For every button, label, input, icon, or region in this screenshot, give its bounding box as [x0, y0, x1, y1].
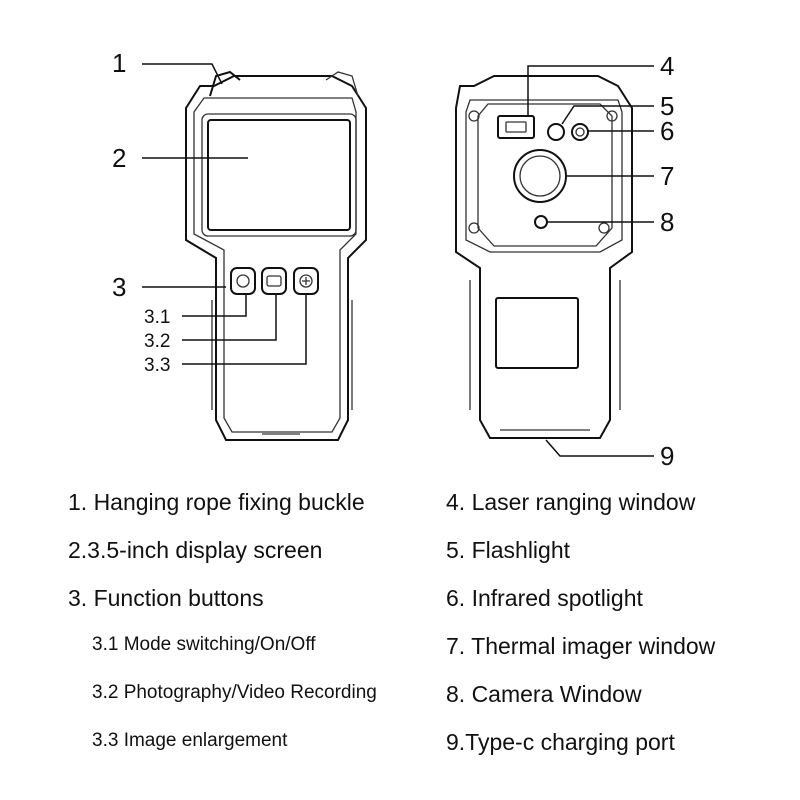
flashlight	[547, 123, 565, 141]
callout-6: 6	[660, 116, 674, 146]
camera-icon	[266, 275, 282, 287]
screen-bezel	[201, 113, 357, 237]
callout-5: 5	[660, 91, 674, 121]
leader-4	[527, 65, 654, 116]
function-buttons	[230, 267, 319, 295]
right-corner-guard	[325, 71, 359, 97]
front-body-inner	[193, 97, 357, 433]
infrared-spotlight	[571, 123, 589, 141]
leader-lines	[142, 63, 654, 457]
leader-9	[545, 439, 654, 457]
legend-item-9: 9.Type-c charging port	[446, 729, 675, 755]
display-screen	[207, 119, 351, 231]
front-side-grips	[211, 300, 353, 410]
infrared-spotlight-inner	[575, 127, 585, 137]
callout-3-3: 3.3	[144, 355, 170, 376]
callout-9: 9	[660, 441, 674, 470]
legend-item-7: 7. Thermal imager window	[446, 633, 716, 659]
power-icon	[236, 274, 250, 288]
zoom-icon	[299, 274, 313, 288]
legend-item-1: 1. Hanging rope fixing buckle	[68, 489, 365, 515]
callout-4: 4	[660, 51, 674, 81]
legend-item-8: 8. Camera Window	[446, 681, 642, 707]
back-body-outline	[455, 75, 633, 439]
button-power	[230, 267, 256, 295]
button-camera	[261, 267, 287, 295]
callout-3-2: 3.2	[144, 331, 170, 352]
back-head-plate	[477, 103, 613, 247]
callout-3-1: 3.1	[144, 307, 170, 328]
legend-item-3: 3. Function buttons	[68, 585, 264, 611]
legend-item-4: 4. Laser ranging window	[446, 489, 696, 515]
screw-top-right	[606, 110, 618, 122]
back-label-panel	[495, 297, 579, 369]
callout-7: 7	[660, 161, 674, 191]
screw-bottom-left	[468, 222, 480, 234]
camera-window	[534, 215, 548, 229]
front-body-outline	[185, 75, 367, 441]
screw-bottom-right	[598, 222, 610, 234]
legend-item-5: 5. Flashlight	[446, 537, 571, 563]
legend-item-3-1: 3.1 Mode switching/On/Off	[92, 634, 316, 655]
screw-top-left	[468, 110, 480, 122]
callout-1: 1	[112, 48, 126, 78]
callout-8: 8	[660, 207, 674, 237]
leader-3-2	[182, 295, 277, 341]
back-head-inner	[465, 99, 623, 253]
thermal-imager-window	[513, 149, 567, 203]
callout-2: 2	[112, 143, 126, 173]
hanging-rope-buckle	[209, 70, 241, 97]
callout-3: 3	[112, 272, 126, 302]
back-side-grips	[469, 280, 621, 410]
legend-item-3-3: 3.3 Image enlargement	[92, 730, 288, 751]
laser-window-inner	[505, 121, 527, 133]
callout-numbers: 1 2 3 3.1 3.2 3.3 4 5 6 7 8 9	[112, 48, 674, 470]
button-zoom	[293, 267, 319, 295]
back-view	[455, 75, 633, 439]
zoom-plus-icon	[302, 277, 310, 285]
thermal-imager-lens	[519, 155, 561, 197]
legend-item-6: 6. Infrared spotlight	[446, 585, 643, 611]
front-view	[185, 70, 367, 441]
laser-ranging-window	[497, 115, 535, 139]
leader-3-3	[182, 295, 307, 365]
leader-1	[142, 63, 223, 85]
legend-item-2: 2.3.5-inch display screen	[68, 537, 323, 563]
leader-3-1	[182, 295, 247, 317]
legend-item-3-2: 3.2 Photography/Video Recording	[92, 682, 377, 703]
device-diagram: 1 2 3 3.1 3.2 3.3 4 5 6 7 8 9	[112, 48, 674, 470]
leader-5	[561, 105, 654, 125]
